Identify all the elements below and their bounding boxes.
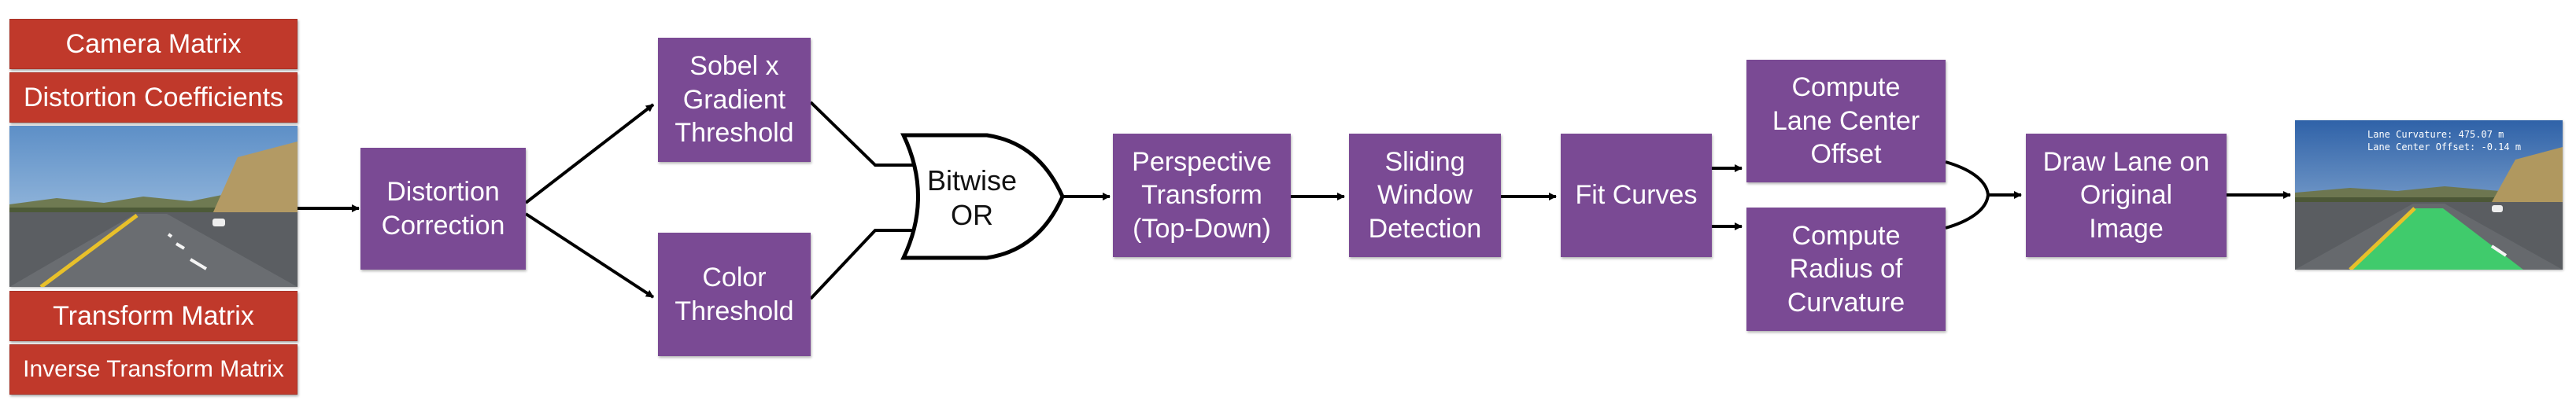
arrow-distortion-to-color (524, 212, 655, 299)
arrow-distortion-to-sobel (524, 103, 655, 204)
transform-matrix-label: Transform Matrix (9, 291, 298, 341)
color-threshold-step: Color Threshold (658, 233, 811, 356)
lane-center-offset-step: Compute Lane Center Offset (1746, 60, 1946, 182)
bitwise-or-label: Bitwise OR (926, 164, 1018, 231)
overlay-offset-text: Lane Center Offset: -0.14 m (2367, 142, 2521, 153)
input-road-image (9, 126, 298, 287)
inverse-transform-matrix-label: Inverse Transform Matrix (9, 344, 298, 395)
overlay-curvature-text: Lane Curvature: 475.07 m (2367, 129, 2504, 140)
radius-of-curvature-step: Compute Radius of Curvature (1746, 208, 1946, 331)
sliding-window-step: Sliding Window Detection (1349, 134, 1501, 257)
draw-lane-step: Draw Lane on Original Image (2026, 134, 2227, 257)
line-color-to-or (809, 229, 915, 300)
distortion-correction-step: Distortion Correction (360, 148, 526, 270)
fit-curves-step: Fit Curves (1561, 134, 1712, 257)
line-sobel-to-or (809, 101, 915, 167)
merge-curve (1945, 160, 1990, 230)
or-gate-shape (900, 133, 1065, 260)
output-road-image: Lane Curvature: 475.07 m Lane Center Off… (2295, 120, 2563, 270)
distortion-coefficients-label: Distortion Coefficients (9, 72, 298, 123)
camera-matrix-label: Camera Matrix (9, 19, 298, 69)
perspective-transform-step: Perspective Transform (Top-Down) (1113, 134, 1291, 257)
lane-overlay (2350, 208, 2523, 270)
sobel-threshold-step: Sobel x Gradient Threshold (658, 38, 811, 162)
